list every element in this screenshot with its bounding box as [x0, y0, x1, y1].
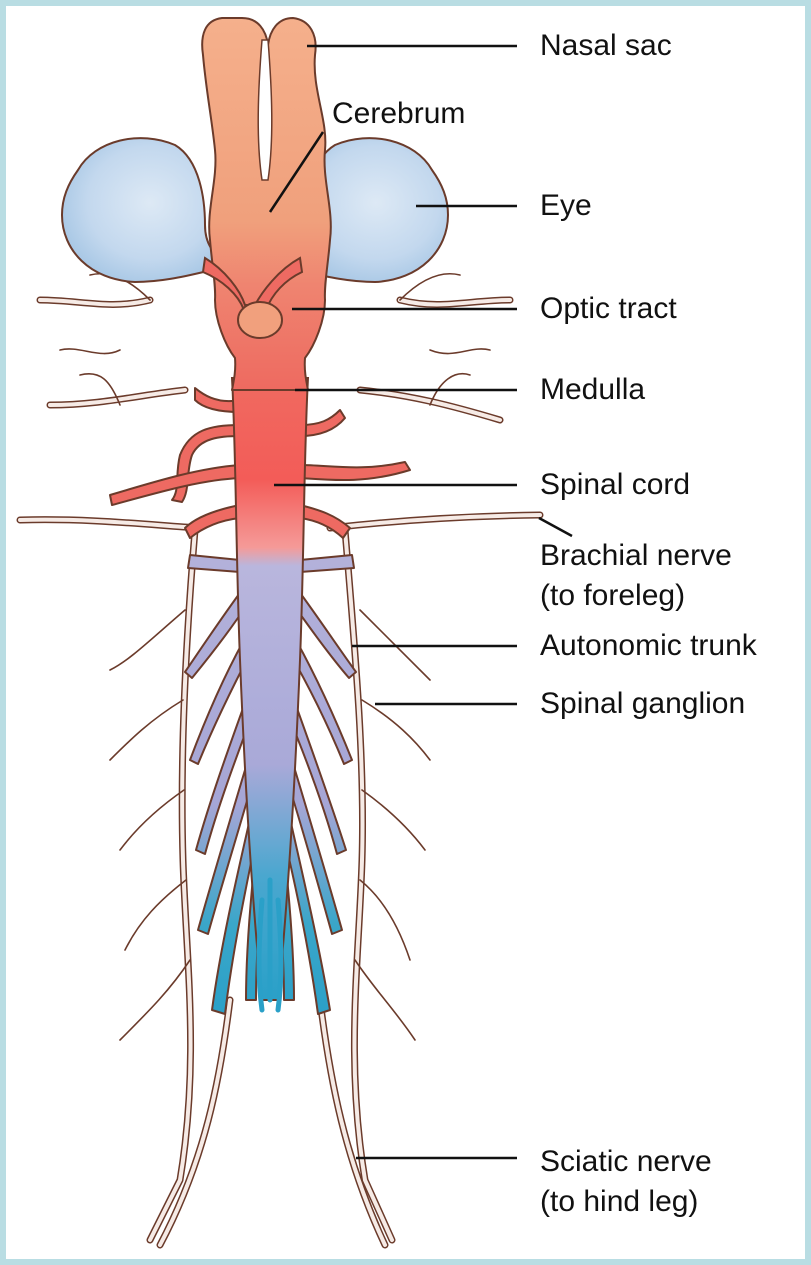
label-eye: Eye: [540, 188, 592, 224]
label-spinal-cord: Spinal cord: [540, 467, 690, 503]
label-brachial-nerve-note: (to foreleg): [540, 578, 685, 614]
label-cerebrum: Cerebrum: [332, 96, 465, 132]
cerebral-fissure: [258, 40, 272, 180]
label-optic-tract: Optic tract: [540, 291, 677, 327]
label-brachial-nerve: Brachial nerve: [540, 538, 732, 574]
left-eye: [62, 138, 222, 282]
hypophysis: [238, 302, 282, 338]
label-spinal-ganglion: Spinal ganglion: [540, 686, 745, 722]
leader-brachial-nerve: [539, 518, 572, 536]
label-sciatic-nerve: Sciatic nerve: [540, 1144, 712, 1180]
diagram-frame: Nasal sac Cerebrum Eye Optic tract Medul…: [6, 6, 805, 1259]
label-medulla: Medulla: [540, 372, 645, 408]
label-sciatic-nerve-note: (to hind leg): [540, 1184, 698, 1220]
label-nasal-sac: Nasal sac: [540, 28, 672, 64]
label-autonomic-trunk: Autonomic trunk: [540, 628, 757, 664]
